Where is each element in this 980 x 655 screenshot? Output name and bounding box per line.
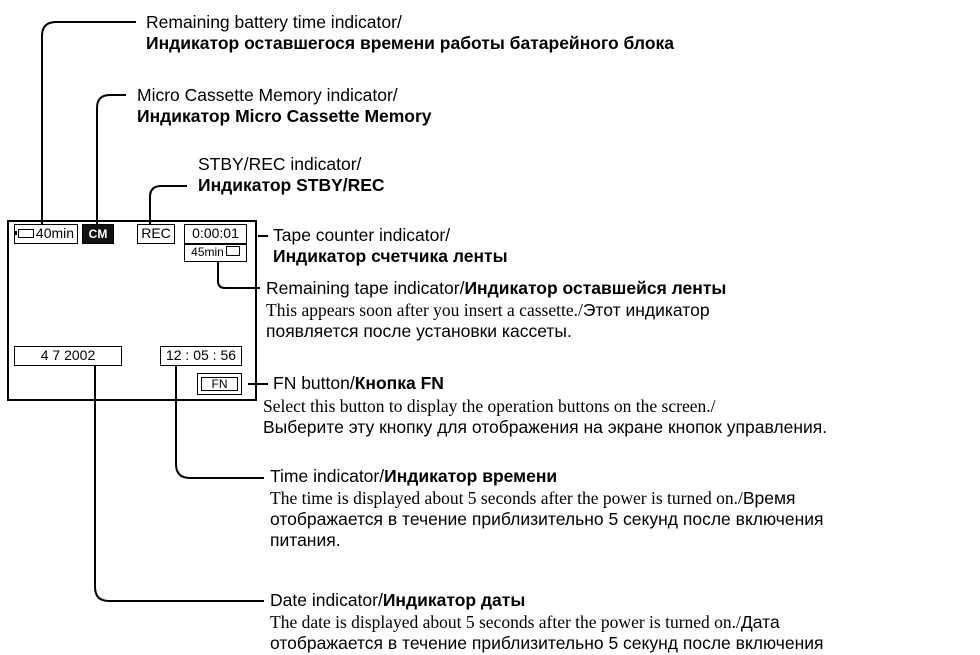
tape-counter: 0:00:01	[184, 224, 247, 244]
time-desc-ru-1: Время	[742, 488, 796, 508]
cassette-memory-callout-ru: Индикатор Micro Cassette Memory	[137, 106, 432, 126]
leader-cassette-memory	[96, 94, 126, 228]
time-indicator: 12 : 05 : 56	[160, 346, 242, 366]
remaining-tape-callout-ru: Индикатор оставшейся ленты	[464, 278, 727, 298]
cassette-memory-callout: Micro Cassette Memory indicator/ Индикат…	[137, 85, 432, 127]
time-desc-ru-2: отображается в течение приблизительно 5 …	[270, 509, 824, 529]
fn-button-desc-ru: Выберите эту кнопку для отображения на э…	[263, 417, 828, 437]
date-indicator: 4 7 2002	[14, 346, 122, 366]
battery-callout: Remaining battery time indicator/ Индика…	[146, 12, 674, 54]
stby-rec-callout-ru: Индикатор STBY/REC	[198, 175, 385, 195]
remaining-tape-callout: Remaining tape indicator/Индикатор остав…	[266, 278, 726, 299]
stby-rec-callout-en: STBY/REC indicator/	[198, 154, 362, 174]
cassette-memory-mark: CM	[88, 227, 108, 241]
leader-battery	[41, 21, 136, 228]
tape-counter-callout: Tape counter indicator/ Индикатор счетчи…	[273, 225, 508, 267]
cassette-memory-icon: CM	[82, 224, 114, 244]
cassette-memory-callout-en: Micro Cassette Memory indicator/	[137, 85, 398, 105]
battery-indicator: 40min	[14, 224, 78, 244]
fn-button-callout: FN button/Кнопка FN	[273, 373, 444, 394]
cassette-icon	[225, 246, 240, 256]
date-callout-en: Date indicator/	[270, 590, 383, 610]
leader-stby-rec	[149, 185, 187, 228]
time-callout: Time indicator/Индикатор времени	[270, 466, 557, 487]
fn-button-callout-en: FN button/	[273, 373, 355, 393]
remaining-tape-value: 45min	[191, 245, 224, 259]
time-callout-ru: Индикатор времени	[384, 466, 558, 486]
time-desc-ru-3: питания.	[270, 530, 341, 550]
tape-counter-callout-en: Tape counter indicator/	[273, 225, 451, 245]
stby-rec-callout: STBY/REC indicator/ Индикатор STBY/REC	[198, 154, 385, 196]
leader-time	[175, 365, 264, 479]
date-callout-ru: Индикатор даты	[382, 590, 526, 610]
fn-button-desc-en: Select this button to display the operat…	[263, 396, 716, 416]
time-description: The time is displayed about 5 seconds af…	[270, 488, 824, 551]
date-desc-en: The date is displayed about 5 seconds af…	[270, 612, 741, 632]
stby-rec-indicator: REC	[137, 224, 175, 244]
remaining-tape-desc-en: This appears soon after you insert a cas…	[266, 300, 583, 320]
remaining-tape-indicator: 45min	[184, 244, 247, 262]
fn-button-label: FN	[201, 377, 238, 391]
fn-button-description: Select this button to display the operat…	[263, 396, 827, 438]
leader-remaining-tape	[217, 262, 260, 289]
battery-callout-en: Remaining battery time indicator/	[146, 12, 402, 32]
time-callout-en: Time indicator/	[270, 466, 385, 486]
remaining-tape-callout-en: Remaining tape indicator/	[266, 278, 465, 298]
fn-button[interactable]: FN	[197, 373, 242, 395]
date-callout: Date indicator/Индикатор даты	[270, 590, 525, 611]
tape-counter-callout-ru: Индикатор счетчика ленты	[273, 246, 508, 266]
fn-button-callout-ru: Кнопка FN	[354, 373, 444, 393]
battery-callout-ru: Индикатор оставшегося времени работы бат…	[146, 33, 674, 53]
leader-date	[94, 365, 264, 602]
battery-time: 40min	[35, 225, 75, 241]
date-desc-ru-2: отображается в течение приблизительно 5 …	[270, 633, 824, 653]
date-desc-ru-1: Дата	[740, 612, 780, 632]
remaining-tape-desc-ru-1: Этот индикатор	[582, 300, 710, 320]
lcd-screen: 40min CM REC 0:00:01 45min 4 7 2002 12 :…	[7, 220, 257, 401]
remaining-tape-description: This appears soon after you insert a cas…	[266, 300, 710, 342]
battery-icon	[14, 228, 34, 238]
remaining-tape-desc-ru-2: появляется после установки кассеты.	[266, 321, 572, 341]
time-desc-en: The time is displayed about 5 seconds af…	[270, 488, 743, 508]
date-description: The date is displayed about 5 seconds af…	[270, 612, 824, 654]
